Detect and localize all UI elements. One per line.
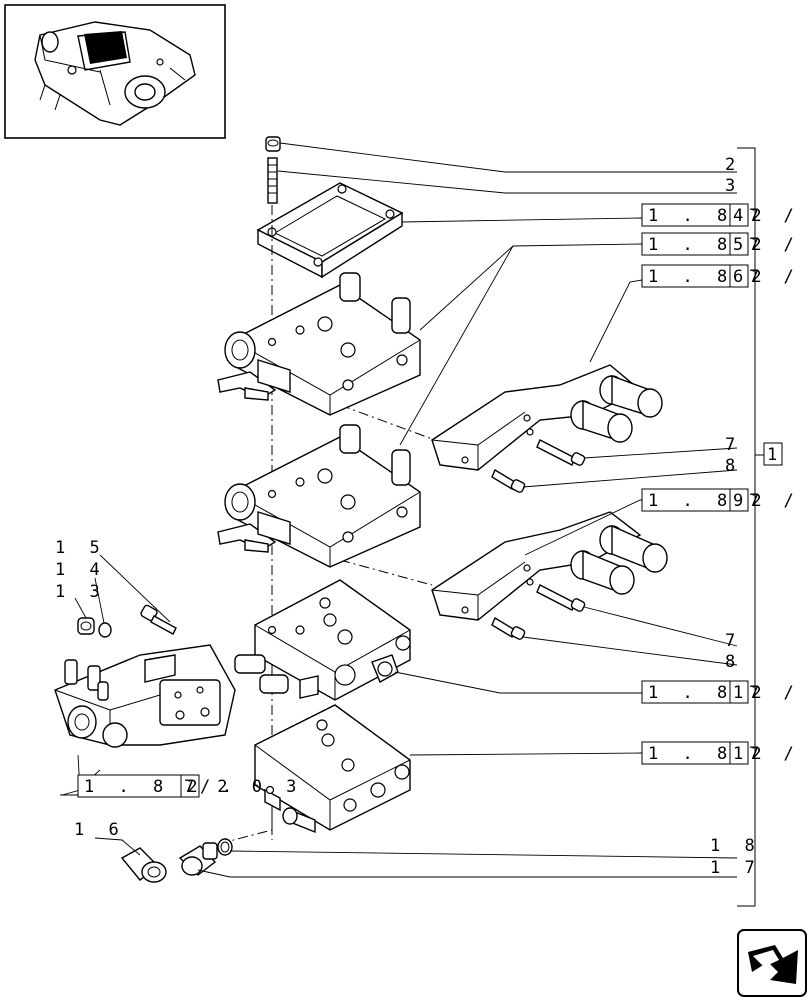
ref-link-57m[interactable]: 1 . 8 2 5 7 / M (641, 232, 812, 256)
coupler-block-1-part (431, 364, 663, 471)
callout-17: 1 7 (710, 858, 762, 878)
screw-8b-part (491, 616, 526, 640)
callout-3: 3 (725, 176, 744, 196)
thumbnail-assembly-icon[interactable] (4, 4, 226, 139)
svg-text:1: 1 (733, 744, 750, 764)
control-valve-3-part (234, 579, 411, 701)
ref-link-67c[interactable]: 1 . 8 2 6 7 / C (641, 264, 812, 288)
plug-13-part (77, 617, 95, 635)
ref-link-17k[interactable]: 1 . 8 2 1 7 / K (641, 680, 812, 704)
control-valve-4-part (254, 704, 411, 834)
svg-text:1 . 8 2: 1 . 8 2 (648, 744, 769, 764)
screw-15-part (140, 604, 177, 635)
svg-text:1: 1 (733, 683, 750, 703)
svg-text:7 / A: 7 / A (749, 206, 812, 226)
svg-text:1 . 8 2: 1 . 8 2 (648, 491, 769, 511)
ref-link-47a[interactable]: 1 . 8 2 4 7 / A (641, 203, 812, 227)
callout-8b: 8 (725, 652, 744, 672)
svg-text:7 / C: 7 / C (749, 491, 812, 511)
ref-link-97c[interactable]: 1 . 8 2 9 7 / C (641, 488, 812, 512)
control-valve-1-part (217, 272, 421, 416)
coupler-block-2-part (431, 511, 668, 621)
svg-text:1 . 8 2 .: 1 . 8 2 . (84, 777, 239, 797)
svg-text:7: 7 (184, 777, 201, 797)
screw-7a-part (536, 439, 586, 466)
svg-text:1 . 8 2: 1 . 8 2 (648, 683, 769, 703)
svg-text:1 . 8 2: 1 . 8 2 (648, 267, 769, 287)
callout-14: 1 4 (55, 560, 107, 580)
control-valve-2-part (217, 424, 421, 568)
callout-7a: 7 (725, 435, 744, 455)
callout-18: 1 8 (710, 836, 762, 856)
fitting-16-part (120, 847, 167, 883)
stud-part (267, 157, 278, 204)
svg-text:9: 9 (733, 491, 750, 511)
o-ring-14-part (98, 622, 112, 638)
screw-7b-part (536, 584, 586, 612)
svg-text:1 . 8 2: 1 . 8 2 (648, 235, 769, 255)
relief-valve-assembly-part (54, 644, 236, 748)
callout-16: 1 6 (74, 820, 126, 840)
callout-13: 1 3 (55, 582, 107, 602)
cover-plate-part (256, 182, 404, 279)
group-ref-label: 1 (767, 445, 786, 465)
callout-2: 2 (725, 155, 744, 175)
cap-nut-part (265, 136, 281, 152)
svg-text:5: 5 (733, 235, 750, 255)
callout-7b: 7 (725, 631, 744, 651)
o-ring-18-part (217, 838, 233, 856)
group-ref-box (763, 442, 783, 466)
svg-text:7 / M: 7 / M (749, 235, 812, 255)
svg-text:6: 6 (733, 267, 750, 287)
svg-text:7 / N: 7 / N (749, 744, 812, 764)
fitting-17-part (178, 842, 218, 876)
svg-text:7 / K: 7 / K (749, 683, 812, 703)
svg-text:7 / C: 7 / C (749, 267, 812, 287)
svg-text:4: 4 (733, 206, 750, 226)
svg-text:1 . 8 2: 1 . 8 2 (648, 206, 769, 226)
svg-text:/2 0 3: /2 0 3 (200, 777, 303, 797)
ref-link-17n[interactable]: 1 . 8 2 1 7 / N (641, 741, 812, 765)
callout-15: 1 5 (55, 538, 107, 558)
callout-8a: 8 (725, 456, 744, 476)
next-page-arrow-icon[interactable] (737, 929, 807, 997)
ref-link-7203[interactable]: 1 . 8 2 . 7 /2 0 3 (77, 774, 303, 798)
group-bracket (737, 147, 756, 907)
screw-8a-part (491, 468, 526, 493)
